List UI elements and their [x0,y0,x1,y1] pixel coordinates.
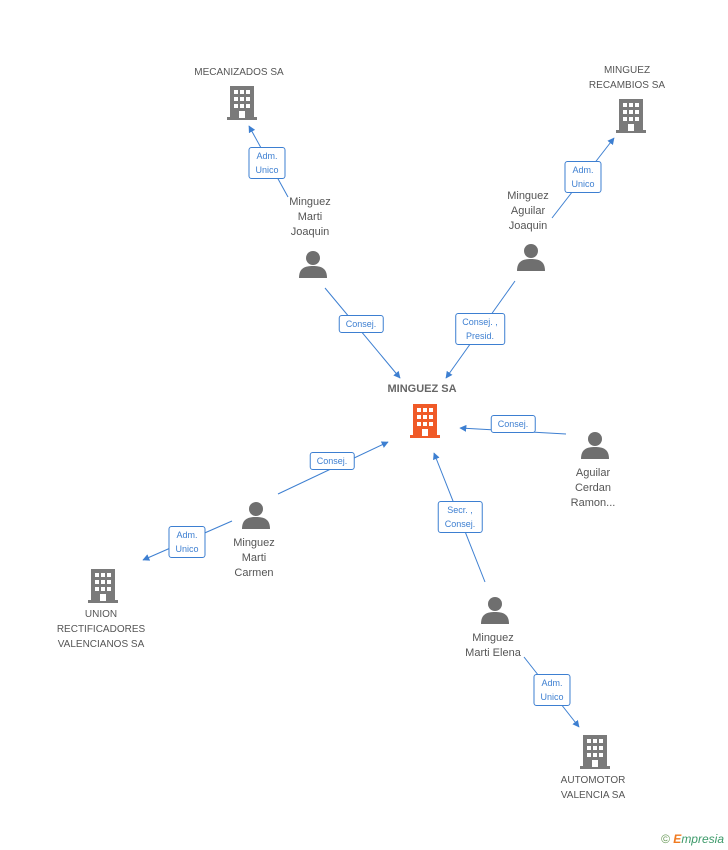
edge-label-elena-automotor: Adm. Unico [533,674,571,706]
aguilar-joaquin-label[interactable]: Minguez Aguilar Joaquin [507,190,549,232]
edge-label-joaquin-mecanizados: Adm. Unico [248,147,286,179]
ramon-person-icon[interactable] [581,432,609,459]
edge-label-aguilar-recambios: Adm. Unico [564,161,602,193]
edge-joaquin-main [324,287,401,379]
edge-label-ramon-main: Consej. [490,415,536,433]
aguilar-joaquin-person-icon[interactable] [517,244,545,271]
edge-label-carmen-main: Consej. [309,452,355,470]
automotor-label[interactable]: AUTOMOTOR VALENCIA SA [560,775,626,801]
elena-label[interactable]: Minguez Marti Elena [465,632,521,659]
joaquin-label[interactable]: Minguez Marti Joaquin [289,196,331,238]
union-label[interactable]: UNION RECTIFICADORES VALENCIANOS SA [56,609,146,650]
carmen-person-icon[interactable] [242,502,270,529]
edge-label-aguilar-main: Consej. , Presid. [455,313,505,345]
brand-logo-text: mpresia [681,832,724,846]
recambios-label[interactable]: MINGUEZ RECAMBIOS SA [588,65,666,91]
brand-logo-e: E [673,832,682,846]
elena-person-icon[interactable] [481,597,509,624]
edge-label-elena-main: Secr. , Consej. [437,501,483,533]
main-company-building-icon[interactable] [410,404,440,438]
copyright-icon: © [661,832,670,846]
main-company-label[interactable]: MINGUEZ SA [387,383,457,395]
edge-label-joaquin-main: Consej. [338,315,384,333]
union-building-icon[interactable] [88,569,118,603]
edge-label-carmen-union: Adm. Unico [168,526,206,558]
carmen-label[interactable]: Minguez Marti Carmen [233,537,275,579]
ramon-label[interactable]: Aguilar Cerdan Ramon... [570,467,616,509]
mecanizados-label[interactable]: MECANIZADOS SA [194,67,284,78]
recambios-building-icon[interactable] [616,99,646,133]
mecanizados-building-icon[interactable] [227,86,257,120]
joaquin-person-icon[interactable] [299,251,327,278]
automotor-building-icon[interactable] [580,735,610,769]
brand-footer: © Empresia [661,832,724,846]
